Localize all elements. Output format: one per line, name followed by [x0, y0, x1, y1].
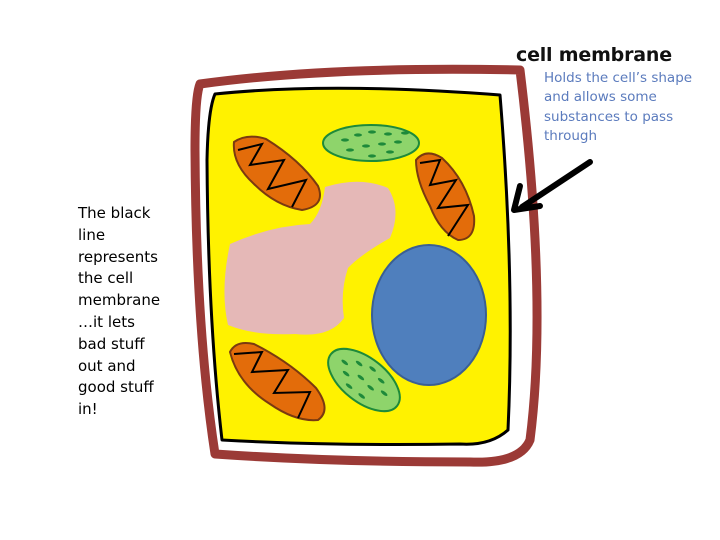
callout-description: Holds the cell’s shape and allows some s… — [544, 69, 704, 146]
mitochondrion-right — [414, 152, 476, 242]
mitochondrion-top-left — [232, 135, 321, 212]
callout-description-line: Holds the cell’s shape — [544, 70, 693, 86]
side-note-line: The black — [78, 204, 151, 222]
vacuole — [224, 181, 396, 335]
side-note-line: membrane — [78, 291, 161, 310]
callout-description-line: and allows some — [544, 89, 657, 106]
side-note-line: the cell — [78, 269, 134, 288]
side-note-line: represents — [78, 247, 158, 266]
side-note-line: out and — [78, 356, 136, 375]
mitochondrion-bottom-left — [228, 342, 326, 422]
nucleus — [371, 244, 487, 386]
side-note: The black line represents the cell membr… — [78, 203, 168, 421]
callout-title: cell membrane — [516, 44, 672, 66]
pointer-arrow — [511, 159, 593, 213]
side-note-line: bad stuff — [78, 334, 145, 353]
side-note-line: …it lets — [78, 312, 135, 331]
callout-description-line: through — [544, 127, 598, 144]
chloroplast-top — [322, 124, 420, 162]
side-note-line: line — [78, 225, 106, 244]
side-note-line: in! — [78, 400, 98, 419]
callout-description-line: substances to pass — [544, 108, 674, 125]
side-note-line: good stuff — [78, 378, 154, 397]
chloroplast-bottom — [327, 347, 401, 413]
